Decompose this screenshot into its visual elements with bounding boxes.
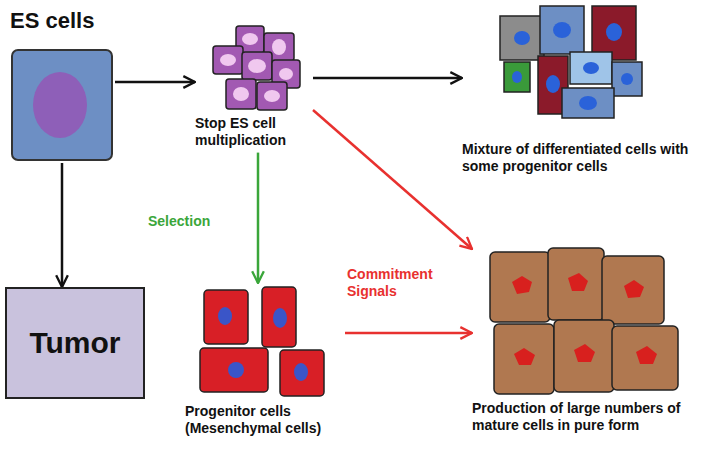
progenitor-cells <box>200 287 324 396</box>
flow-arrow <box>61 163 64 287</box>
node-heading: ES cells <box>10 8 115 34</box>
mature-node: Production of large numbers of mature ce… <box>472 243 704 448</box>
cell-heading-node: ES cells <box>10 8 115 163</box>
flow-arrow <box>345 332 472 335</box>
mixed-nuclei <box>512 22 633 110</box>
cluster-node: Stop ES cell multiplication <box>195 22 313 153</box>
edge-label: Commitment Signals <box>345 266 445 300</box>
progenitor-nuclei <box>218 307 308 381</box>
node-caption: Stop ES cell multiplication <box>195 115 313 149</box>
es-cell <box>12 50 112 160</box>
es-nucleus <box>33 72 87 138</box>
mixed-cells <box>500 6 642 118</box>
tumor-box: Tumor <box>5 287 145 399</box>
node-caption: Progenitor cells (Mesenchymal cells) <box>185 403 345 437</box>
edge-label: Selection <box>146 213 212 230</box>
node-caption: Production of large numbers of mature ce… <box>472 400 704 434</box>
mature-nuclei <box>512 273 657 365</box>
flow-arrow <box>313 110 472 249</box>
flow-arrow <box>313 77 462 80</box>
mixture-node: Mixture of differentiated cells with som… <box>462 3 702 183</box>
node-caption: Tumor <box>29 325 120 361</box>
es-cluster <box>213 26 300 110</box>
node-caption: Mixture of differentiated cells with som… <box>462 141 702 175</box>
progenitor-node: Progenitor cells (Mesenchymal cells) <box>185 283 345 453</box>
cluster-nuclei <box>220 33 293 102</box>
flow-arrow <box>257 153 260 283</box>
mature-cells <box>490 248 678 394</box>
flow-arrow <box>115 81 195 84</box>
